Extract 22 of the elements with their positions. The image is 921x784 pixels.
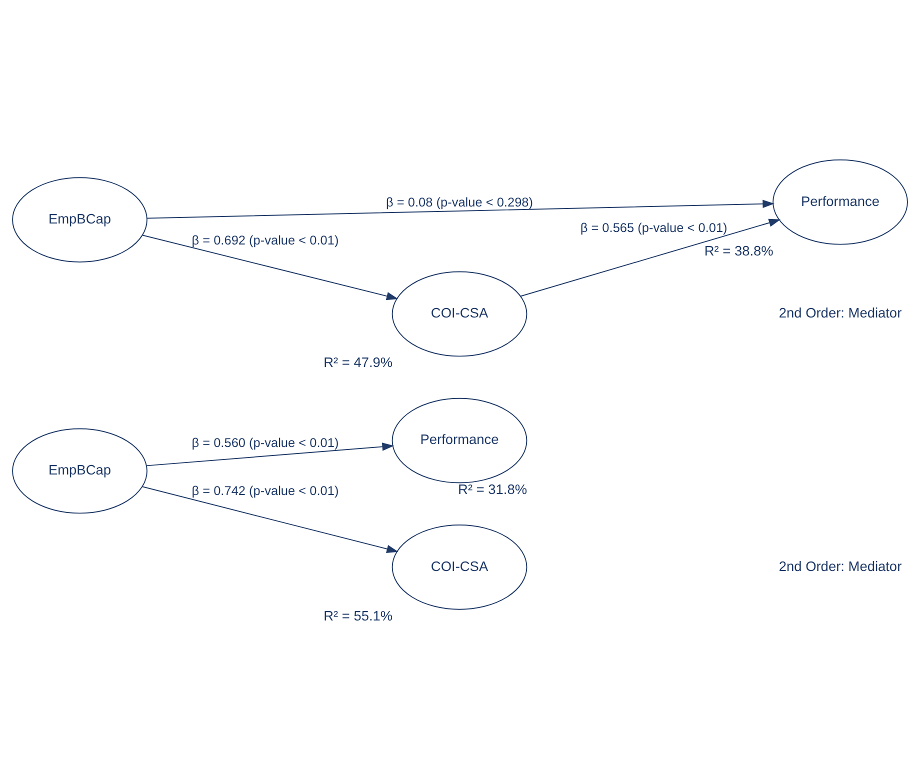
node-ellipse: EmpBCap <box>12 428 148 514</box>
arrow <box>520 218 781 297</box>
node-ellipse: Performance <box>772 159 908 245</box>
edge-label: β = 0.742 (p-value < 0.01) <box>192 482 339 498</box>
node-ellipse: Performance <box>392 398 528 484</box>
node-ellipse: COI-CSA <box>392 271 528 357</box>
node-label: R² = 38.8% <box>704 243 774 258</box>
arrow <box>146 442 394 466</box>
label: 2nd Order: Mediator <box>778 306 902 321</box>
arrow <box>142 486 398 553</box>
label: 2nd Order: Mediator <box>778 558 902 574</box>
node-ellipse: EmpBCap <box>12 177 148 262</box>
node-label: R² = 55.1% <box>324 608 393 624</box>
edge-label: β = 0.565 (p-value < 0.01) <box>580 220 728 235</box>
arrow <box>142 234 398 300</box>
arrow <box>146 200 774 219</box>
node-ellipse: COI-CSA <box>392 524 528 610</box>
edge-label: β = 0.08 (p-value < 0.298) <box>386 194 534 210</box>
edge-label: β = 0.692 (p-value < 0.01) <box>192 232 339 248</box>
edge-label: β = 0.560 (p-value < 0.01) <box>192 434 339 450</box>
node-label: R² = 47.9% <box>324 355 393 370</box>
node-label: R² = 31.8% <box>458 482 528 497</box>
